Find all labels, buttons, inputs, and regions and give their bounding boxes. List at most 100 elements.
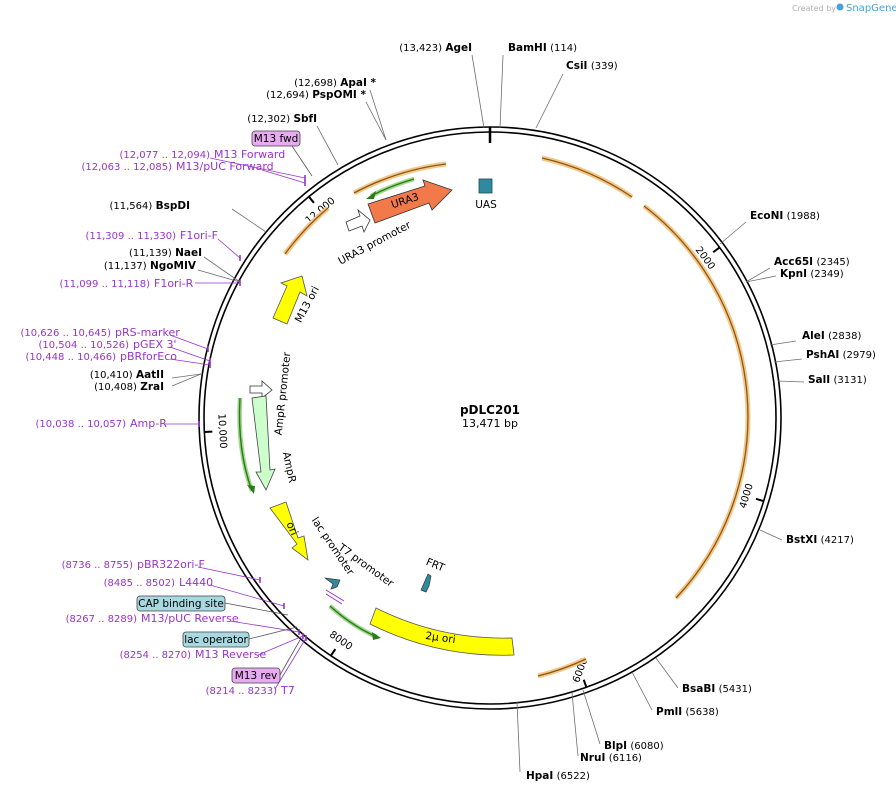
enzyme-leader-line [535, 73, 564, 129]
tick-mark [582, 679, 588, 688]
primer-feature: (12,077 .. 12,094)M13 Forward [120, 148, 306, 181]
feature-name: M13 Reverse [195, 648, 266, 661]
enzyme-position: (6522) [557, 771, 590, 782]
enzyme-site: BsaBI (5431) [655, 657, 752, 695]
enzyme-name: PmlI [656, 706, 682, 718]
enzyme-site: Acc65I (2345) [745, 256, 850, 283]
feature-leader-line [209, 584, 285, 607]
enzyme-label: BamHI (114) [508, 42, 577, 54]
box-leader-line [291, 145, 313, 177]
enzyme-label: (11,137) NgoMIV [104, 260, 197, 272]
enzyme-name: PshAI [806, 349, 839, 361]
enzyme-position: (12,302) [247, 114, 290, 125]
feature-leader-line [169, 346, 211, 362]
snapgene-logo-icon [836, 3, 844, 11]
enzyme-name: CsiI [566, 60, 587, 72]
enzyme-leader-line [777, 380, 805, 383]
enzyme-site: AleI (2838) [769, 330, 861, 346]
enzyme-site: BstXI (4217) [759, 529, 854, 546]
primer-feature: (10,504 .. 10,526)pGEX 3' [39, 338, 211, 364]
feature-leader-line [169, 334, 209, 350]
enzyme-leader-line [171, 373, 202, 387]
enzyme-leader-line [759, 529, 783, 541]
primer-feature: (8736 .. 8755)pBR322ori-F [62, 558, 261, 583]
feature-name: pGEX 3' [133, 338, 177, 351]
green-arrow-features [237, 176, 415, 640]
enzyme-position: (114) [550, 43, 577, 54]
enzyme-position: (1988) [787, 211, 820, 222]
primer-feature: (10,626 .. 10,645)pRS-marker [21, 326, 209, 352]
primer-feature: (8267 .. 8289)M13/pUC Reverse [66, 612, 300, 635]
feature-name: M13 Forward [214, 148, 285, 161]
feature-range: (10,504 .. 10,526) [39, 340, 130, 351]
enzyme-label: PshAI (2979) [806, 349, 876, 361]
tick-label: 12,000 [304, 196, 338, 227]
enzyme-leader-line [631, 671, 653, 711]
enzyme-leader-line [369, 89, 387, 141]
enzyme-position: (11,564) [109, 201, 152, 212]
box-label: CAP binding site [138, 598, 224, 610]
enzyme-leader-line [203, 256, 241, 283]
primer-feature: (8485 .. 8502)L4440 [104, 576, 285, 609]
enzyme-position: (10,408) [94, 382, 137, 393]
enzyme-name: ApaI * [340, 77, 376, 89]
box-label: lac operator [184, 634, 248, 646]
feature-range: (8214 .. 8233) [206, 686, 278, 697]
uas-feature: UAS [475, 178, 497, 211]
enzyme-name: BstXI [786, 534, 817, 546]
enzyme-position: (12,694) [266, 90, 309, 101]
brand-label: SnapGene [846, 3, 896, 14]
feature-range: (11,309 .. 11,330) [86, 231, 177, 242]
enzyme-label: BsaBI (5431) [682, 683, 752, 695]
enzyme-position: (3131) [834, 375, 867, 386]
tick-mark [308, 196, 315, 204]
ampr-label: AmpR [280, 451, 298, 484]
enzyme-name: SalI [808, 374, 830, 386]
tick-mark [755, 497, 764, 503]
ori-feature: ori [269, 501, 309, 561]
enzyme-label: (13,423) AgeI [399, 42, 472, 54]
enzyme-leader-line [316, 125, 339, 166]
enzyme-leader-line [171, 373, 202, 379]
enzyme-leader-line [516, 701, 521, 773]
enzyme-label: (12,694) PspOMI * [266, 89, 366, 101]
plasmid-name: pDLC201 [460, 403, 520, 417]
enzyme-site: EcoNI (1988) [719, 210, 820, 245]
enzyme-name: Acc65I [774, 256, 813, 268]
tick-label: 8000 [327, 629, 354, 653]
enzyme-site: (12,698) ApaI * [294, 77, 387, 141]
feature-leader-line [217, 238, 241, 259]
enzyme-label: PmlI (5638) [656, 706, 719, 718]
feature-range: (8267 .. 8289) [66, 614, 138, 625]
feature-name: pBR322ori-F [137, 558, 205, 571]
enzyme-site: (12,694) PspOMI * [266, 89, 387, 141]
boxed-feature: M13 rev [231, 639, 301, 684]
enzyme-position: (2838) [828, 331, 861, 342]
enzyme-name: KpnI [780, 268, 807, 280]
enzyme-name: NgoMIV [150, 260, 197, 272]
enzyme-site: (11,137) NgoMIV [104, 260, 241, 283]
enzyme-name: AatII [136, 369, 164, 381]
enzyme-site: (11,564) BspDI [109, 200, 267, 233]
tick-mark [330, 648, 337, 657]
feature-leader-line [209, 157, 306, 179]
box-label: M13 fwd [254, 133, 299, 145]
enzyme-label: NruI (6116) [580, 752, 642, 764]
enzyme-label: KpnI (2349) [780, 268, 844, 280]
enzyme-site: (12,302) SbfI [247, 113, 339, 166]
enzyme-leader-line [471, 54, 485, 129]
enzyme-position: (6080) [630, 741, 663, 752]
feature-range: (10,448 .. 10,466) [26, 352, 117, 363]
feature-name: T7 [280, 684, 295, 697]
enzyme-name: HpaI [526, 770, 553, 782]
enzyme-leader-line [582, 689, 601, 745]
feature-name: F1ori-R [154, 277, 194, 290]
feature-range: (10,626 .. 10,645) [21, 328, 112, 339]
enzyme-position: (2345) [816, 257, 849, 268]
enzyme-name: EcoNI [750, 210, 783, 222]
enzyme-name: PspOMI * [312, 89, 366, 101]
frt-label: FRT [424, 556, 447, 574]
enzyme-position: (6116) [609, 753, 642, 764]
